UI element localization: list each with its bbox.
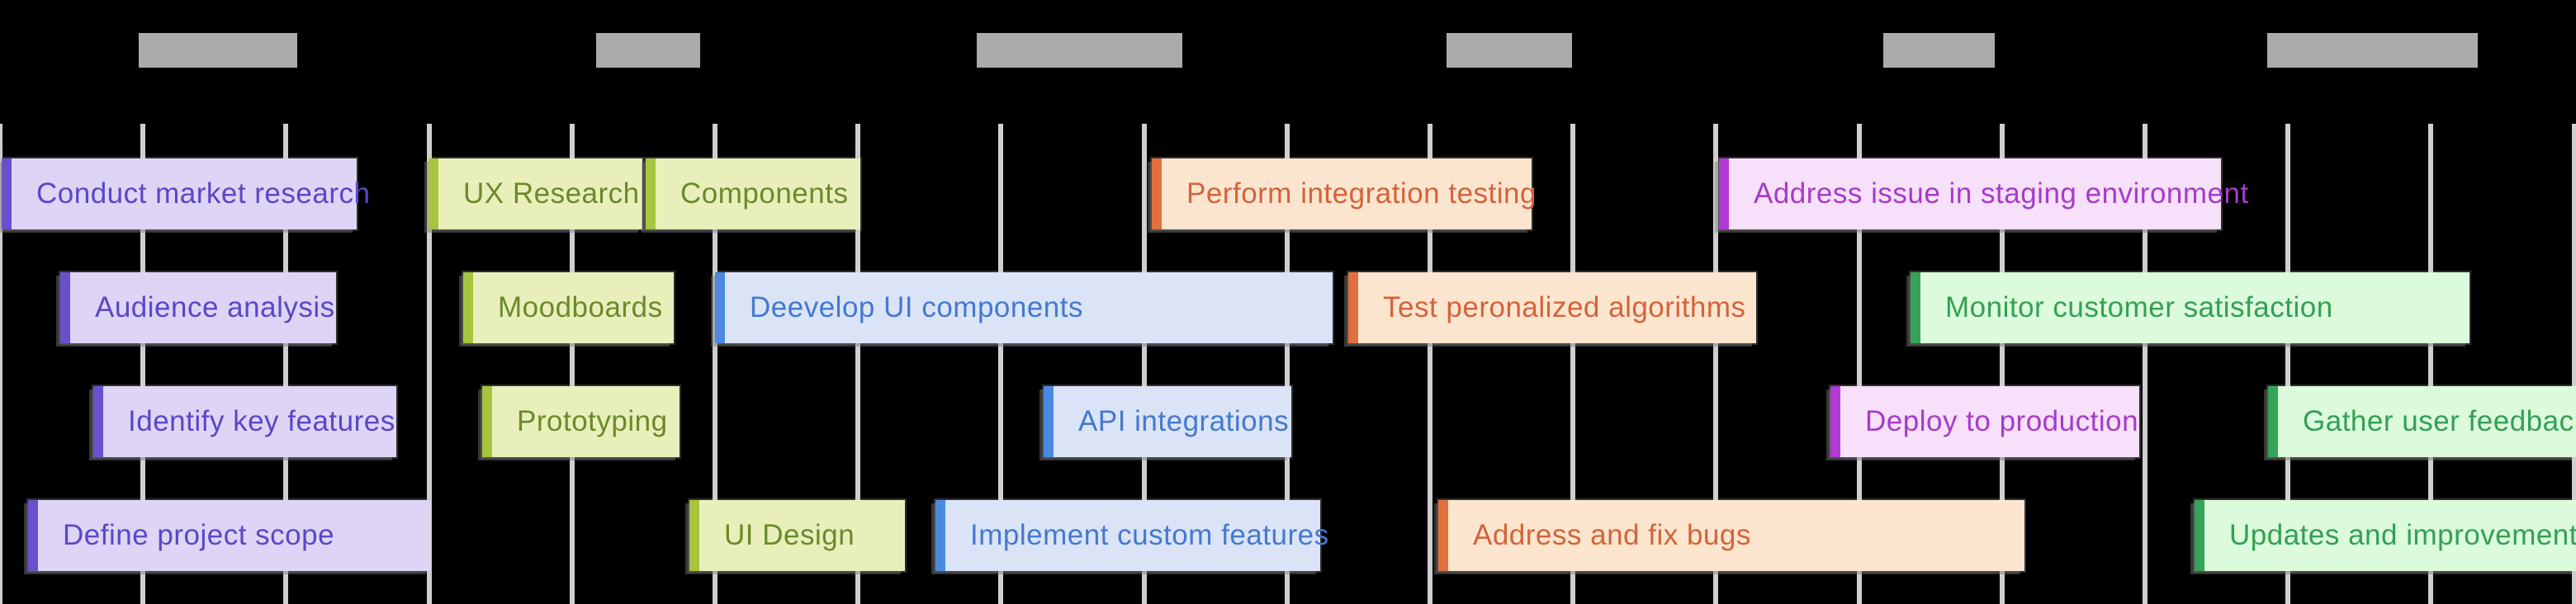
gridline [0,124,2,604]
task-label: UX Research [463,177,640,210]
gridline [1999,124,2005,604]
task-bar[interactable]: Moodboards [463,272,674,343]
task-accent-stripe [463,272,473,343]
task-label: Define project scope [63,519,335,551]
gridline [1570,124,1576,604]
task-label: Perform integration testing [1186,177,1537,210]
gridline [998,124,1004,604]
task-accent-stripe [935,500,945,571]
task-bar[interactable]: API integrations [1044,386,1291,457]
task-label: Deploy to production [1865,405,2139,437]
gridline [569,124,575,604]
task-accent-stripe [1044,386,1054,457]
task-accent-stripe [646,158,656,229]
gridline [426,124,432,604]
task-bar[interactable]: Identify key features [93,386,396,457]
gridline [1428,124,1432,604]
task-accent-stripe [1719,158,1729,229]
phase-header-block-phase-1 [139,33,297,68]
task-bar[interactable]: Components [646,158,860,229]
phase-header-block-phase-2 [596,33,700,68]
task-accent-stripe [1152,158,1162,229]
gridline [283,124,289,604]
task-accent-stripe [2,158,12,229]
task-bar[interactable]: Address issue in staging environment [1719,158,2248,229]
task-label: Deevelop UI components [750,291,1083,323]
task-accent-stripe [93,386,103,457]
gridline [2428,124,2434,604]
gridline [140,124,146,604]
task-accent-stripe [1438,500,1448,571]
gridline [713,124,717,604]
task-bar[interactable]: UX Research [429,158,642,229]
task-label: UI Design [724,519,855,551]
task-label: Monitor customer satisfaction [1945,291,2333,323]
task-label: Prototyping [517,405,668,437]
phase-header-block-phase-4 [1447,33,1572,68]
task-label: Implement custom features [970,519,1329,551]
gridline [2571,124,2576,604]
task-label: Identify key features [128,405,395,437]
task-bar[interactable]: Define project scope [28,500,430,571]
task-label: Conduct market research [36,177,371,210]
task-accent-stripe [689,500,699,571]
task-bar[interactable]: Audience analysis [60,272,336,343]
task-accent-stripe [715,272,725,343]
task-accent-stripe [482,386,492,457]
task-bar[interactable]: Monitor customer satisfaction [1911,272,2469,343]
gridline [2143,124,2147,604]
gridline [1713,124,1719,604]
task-accent-stripe [28,500,38,571]
task-accent-stripe [429,158,438,229]
phase-header-block-phase-5 [1883,33,1995,68]
task-label: Components [680,177,849,210]
task-label: Audience analysis [95,291,335,323]
task-bar[interactable]: Prototyping [482,386,680,457]
task-label: Address issue in staging environment [1754,177,2249,210]
gridline [2285,124,2291,604]
task-bar[interactable]: Address and fix bugs [1438,500,2024,571]
phase-header-block-phase-3 [977,33,1182,68]
task-bar[interactable]: Gather user feedback [2268,386,2576,457]
gridline [1141,124,1147,604]
gridline [1284,124,1290,604]
task-label: Address and fix bugs [1473,519,1751,551]
task-label: Test peronalized algorithms [1383,291,1746,323]
task-bar[interactable]: Deevelop UI components [715,272,1333,343]
task-label: Gather user feedback [2303,405,2576,437]
gridline [1856,124,1862,604]
gridline [855,124,861,604]
task-accent-stripe [2268,386,2278,457]
task-accent-stripe [60,272,70,343]
task-accent-stripe [1911,272,1920,343]
task-label: API integrations [1078,405,1290,437]
phase-header-block-phase-6 [2267,33,2478,68]
task-bar[interactable]: Perform integration testing [1152,158,1536,229]
task-bar[interactable]: Implement custom features [935,500,1328,571]
task-bar[interactable]: Test peronalized algorithms [1348,272,1756,343]
task-bar[interactable]: UI Design [689,500,905,571]
task-bar[interactable]: Deploy to production [1830,386,2139,457]
task-accent-stripe [1830,386,1840,457]
task-bar[interactable]: Conduct market research [2,158,370,229]
task-accent-stripe [2195,500,2204,571]
task-accent-stripe [1348,272,1358,343]
task-bar[interactable]: Updates and improvements [2195,500,2576,571]
task-label: Updates and improvements [2229,519,2576,551]
task-label: Moodboards [498,291,663,323]
